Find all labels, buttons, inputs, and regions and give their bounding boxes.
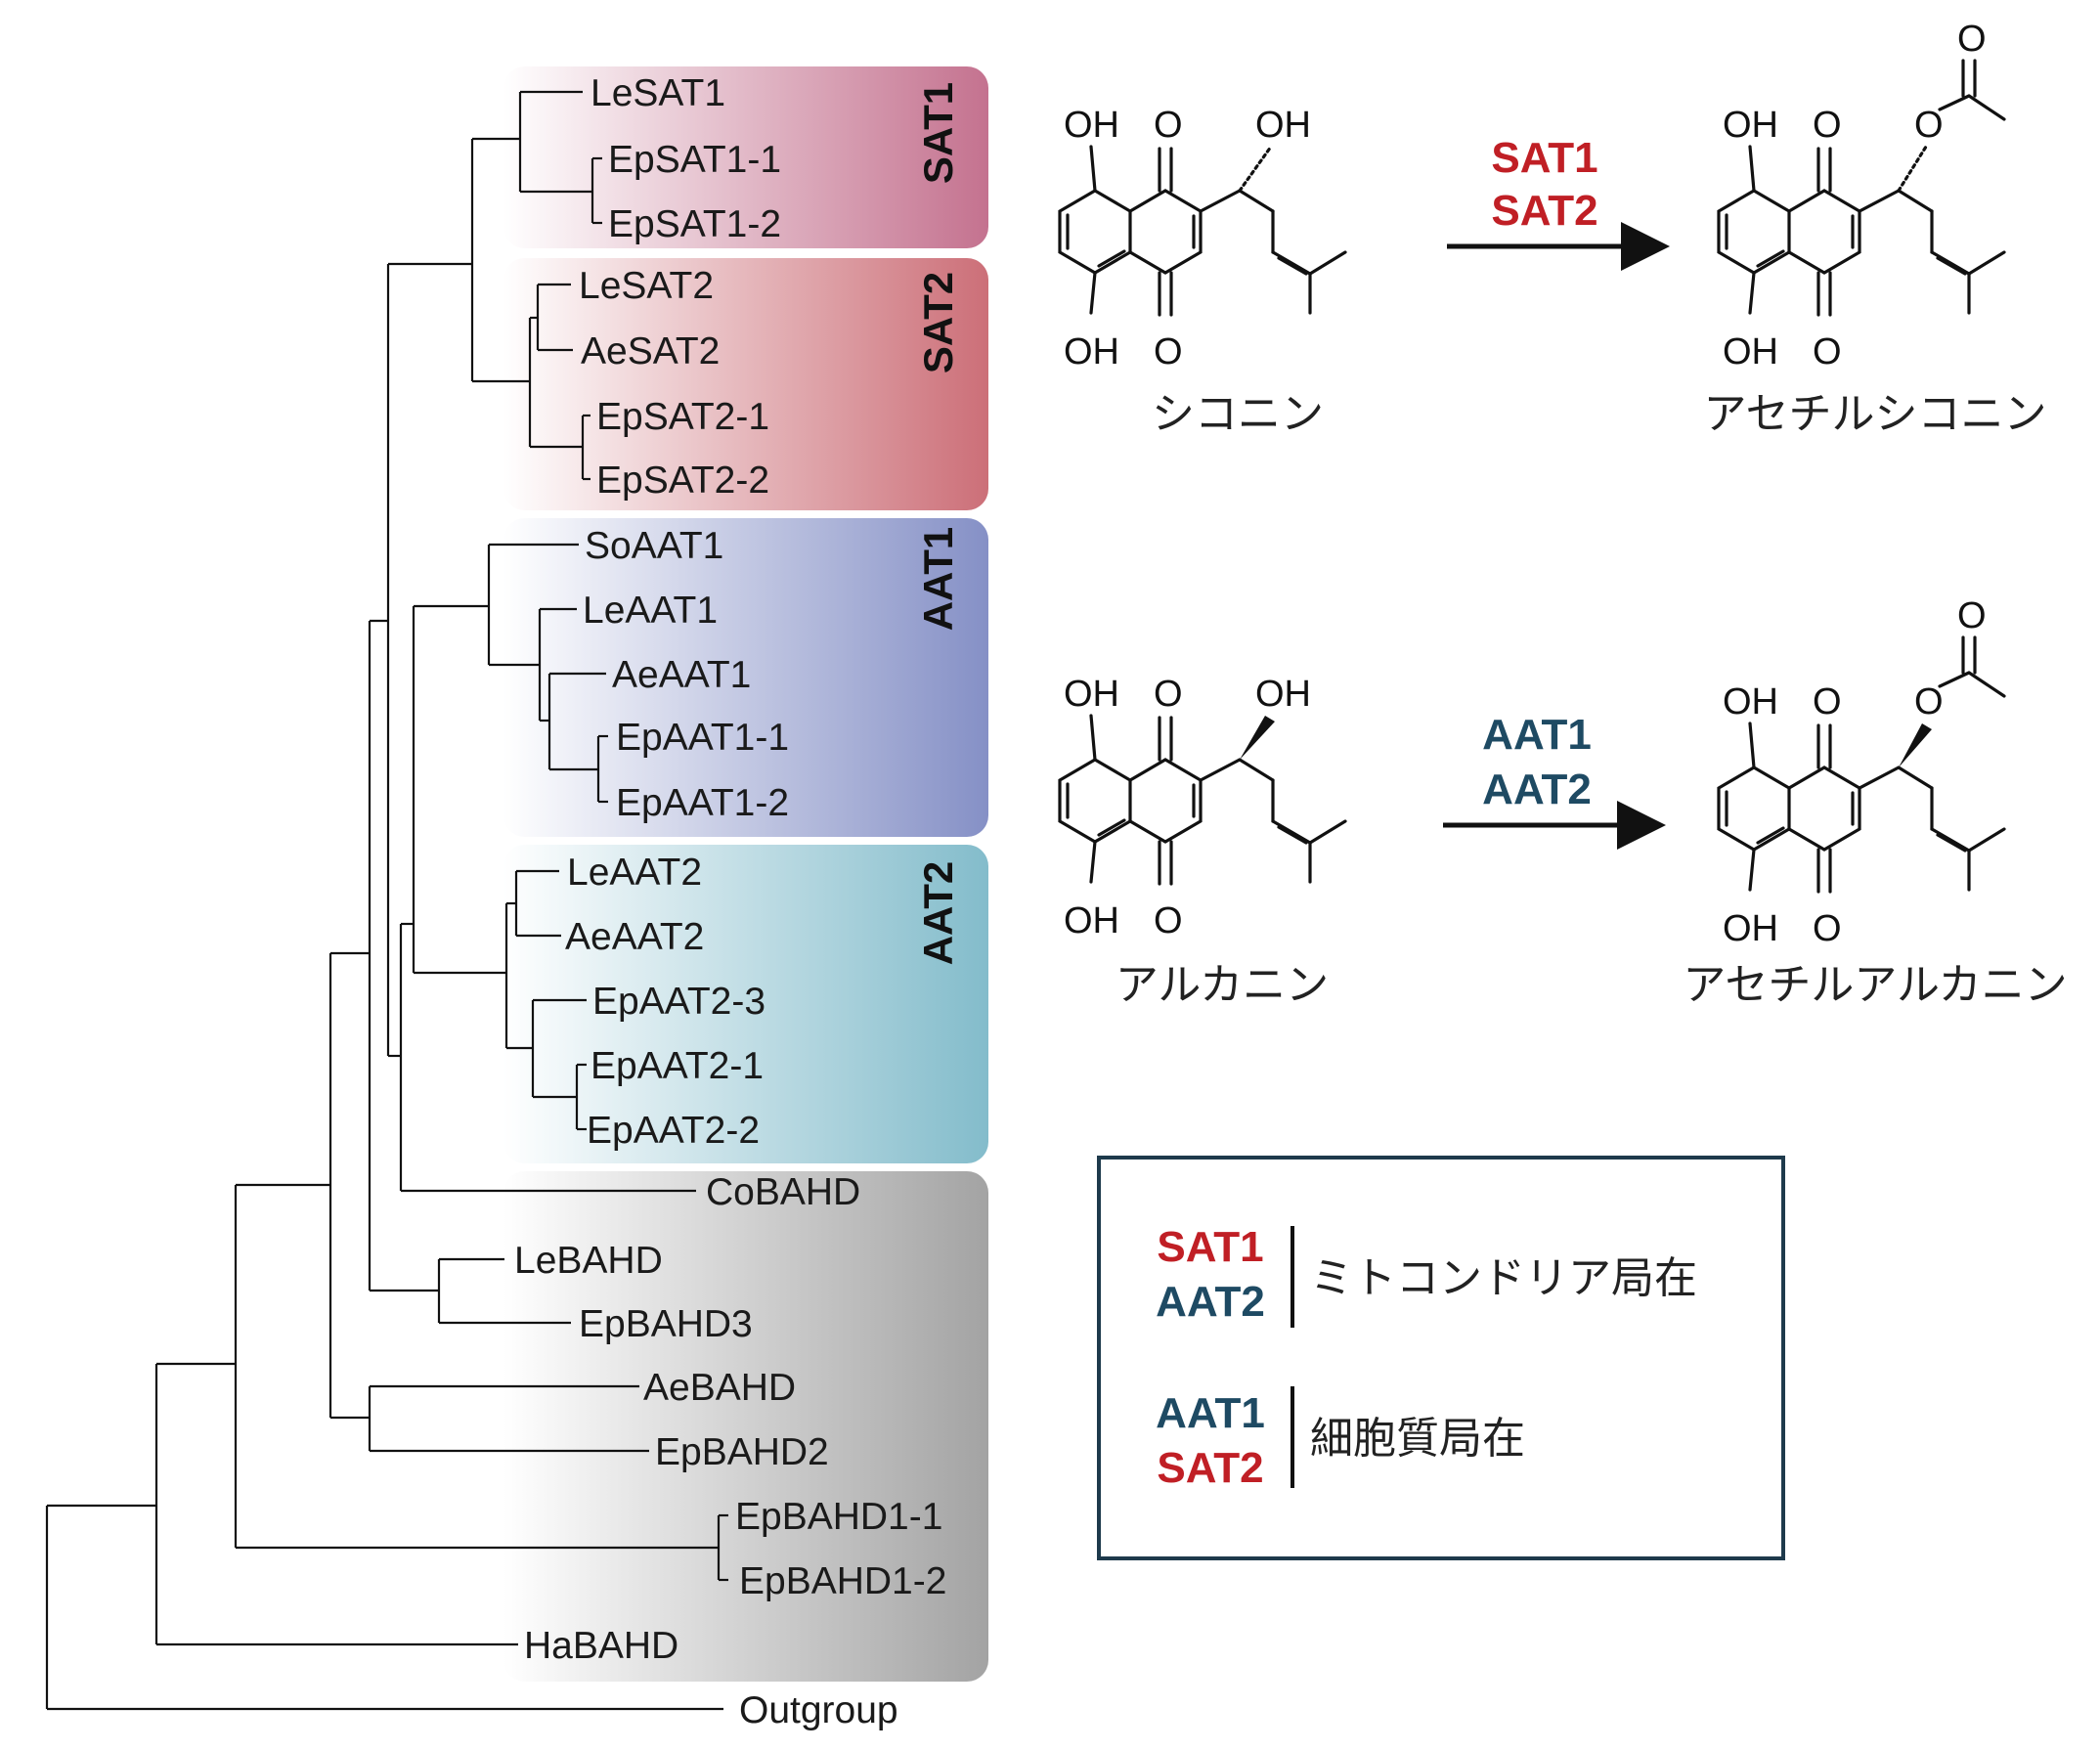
- product-name: アセチルアルカニン: [1683, 960, 2067, 1010]
- reaction-alkannin: OH O OH OH O アルカニン AAT1 AAT2: [1058, 595, 2068, 1010]
- leaf-labels: LeSAT1 EpSAT1-1 EpSAT1-2 LeSAT2 AeSAT2 E…: [514, 72, 946, 1731]
- atom-label: O: [1813, 331, 1842, 372]
- atom-label: O: [1914, 105, 1944, 146]
- acetylshikonin-structure: OH O O O OH O: [1717, 19, 2006, 372]
- leaf-label: EpAAT2-3: [592, 981, 766, 1023]
- leaf-label: EpSAT2-2: [596, 460, 769, 502]
- leaf-label: AeAAT1: [612, 654, 751, 696]
- phylogenetic-tree: [45, 90, 728, 1711]
- clade-label-sat2: SAT2: [915, 272, 961, 373]
- leaf-label: LeSAT2: [579, 265, 714, 307]
- clade-boxes: [503, 66, 988, 1682]
- enzyme-label-aat2: AAT2: [1482, 766, 1592, 813]
- atom-label: O: [1957, 19, 1987, 60]
- legend-frame: [1097, 1156, 1785, 1560]
- clade-box-sat2: [503, 258, 988, 510]
- localization-legend: SAT1 AAT2 ミトコンドリア局在 AAT1 SAT2 細胞質局在: [1097, 1156, 1785, 1560]
- leaf-label: AeAAT2: [565, 916, 704, 958]
- leaf-label: EpAAT2-2: [587, 1110, 760, 1152]
- enzyme-label-sat1: SAT1: [1491, 134, 1597, 182]
- leaf-label: EpSAT2-1: [596, 396, 769, 438]
- leaf-label: EpBAHD2: [655, 1431, 829, 1473]
- atom-label: O: [1154, 105, 1183, 146]
- leaf-label: EpBAHD1-2: [739, 1560, 946, 1602]
- atom-label: O: [1914, 681, 1944, 722]
- legend-enzyme-aat2: AAT2: [1156, 1278, 1265, 1326]
- atom-label: O: [1813, 681, 1842, 722]
- leaf-label: EpAAT1-1: [616, 717, 789, 759]
- atom-label: O: [1957, 595, 1987, 636]
- clade-box-other: [503, 1171, 988, 1682]
- clade-box-aat2: [503, 845, 988, 1163]
- enzyme-label-sat2: SAT2: [1491, 187, 1597, 235]
- leaf-label: LeAAT2: [567, 852, 702, 894]
- leaf-label: LeBAHD: [514, 1240, 663, 1282]
- shikonin-structure: OH O OH OH O: [1058, 105, 1347, 372]
- leaf-label: LeAAT1: [583, 590, 718, 632]
- leaf-label: SoAAT1: [585, 525, 723, 567]
- atom-label: O: [1154, 674, 1183, 715]
- atom-label: OH: [1255, 674, 1311, 715]
- legend-enzyme-sat2: SAT2: [1157, 1444, 1263, 1492]
- atom-label: OH: [1064, 900, 1119, 941]
- leaf-label: EpBAHD1-1: [735, 1496, 942, 1538]
- clade-box-sat1: [503, 66, 988, 248]
- substrate-name: アルカニン: [1116, 960, 1329, 1010]
- alkannin-structure: OH O OH OH O: [1058, 674, 1347, 941]
- clade-box-aat1: [503, 518, 988, 837]
- atom-label: OH: [1064, 105, 1119, 146]
- atom-label: O: [1813, 908, 1842, 949]
- atom-label: OH: [1064, 331, 1119, 372]
- leaf-label: CoBAHD: [706, 1171, 860, 1213]
- leaf-label: EpBAHD3: [579, 1303, 753, 1345]
- legend-enzyme-sat1: SAT1: [1157, 1223, 1263, 1271]
- enzyme-label-aat1: AAT1: [1482, 711, 1592, 759]
- clade-labels: SAT1 SAT2 AAT1 AAT2: [915, 82, 961, 965]
- leaf-label: AeBAHD: [643, 1367, 796, 1409]
- leaf-label: LeSAT1: [591, 72, 725, 114]
- atom-label: OH: [1723, 105, 1778, 146]
- atom-label: OH: [1723, 681, 1778, 722]
- atom-label: OH: [1064, 674, 1119, 715]
- clade-label-sat1: SAT1: [915, 82, 961, 184]
- atom-label: OH: [1723, 908, 1778, 949]
- clade-label-aat1: AAT1: [915, 527, 961, 632]
- leaf-label: HaBAHD: [524, 1625, 678, 1667]
- reaction-shikonin: OH O OH OH O シコニン SAT1 SAT2: [1058, 19, 2047, 439]
- legend-enzyme-aat1: AAT1: [1156, 1389, 1265, 1437]
- atom-label: O: [1154, 900, 1183, 941]
- leaf-label: AeSAT2: [581, 330, 720, 372]
- leaf-label: EpAAT2-1: [591, 1045, 764, 1087]
- clade-label-aat2: AAT2: [915, 861, 961, 966]
- atom-label: OH: [1723, 331, 1778, 372]
- atom-label: O: [1813, 105, 1842, 146]
- legend-label-cytosol: 細胞質局在: [1310, 1414, 1525, 1464]
- substrate-name: シコニン: [1152, 389, 1324, 439]
- leaf-label: EpAAT1-2: [616, 782, 789, 824]
- atom-label: O: [1154, 331, 1183, 372]
- leaf-label: Outgroup: [739, 1689, 898, 1731]
- leaf-label: EpSAT1-2: [608, 203, 781, 245]
- atom-label: OH: [1255, 105, 1311, 146]
- acetylalkannin-structure: OH O O O OH O: [1717, 595, 2006, 949]
- legend-label-mitochondria: ミトコンドリア局在: [1310, 1253, 1697, 1303]
- leaf-label: EpSAT1-1: [608, 139, 781, 181]
- product-name: アセチルシコニン: [1703, 389, 2046, 439]
